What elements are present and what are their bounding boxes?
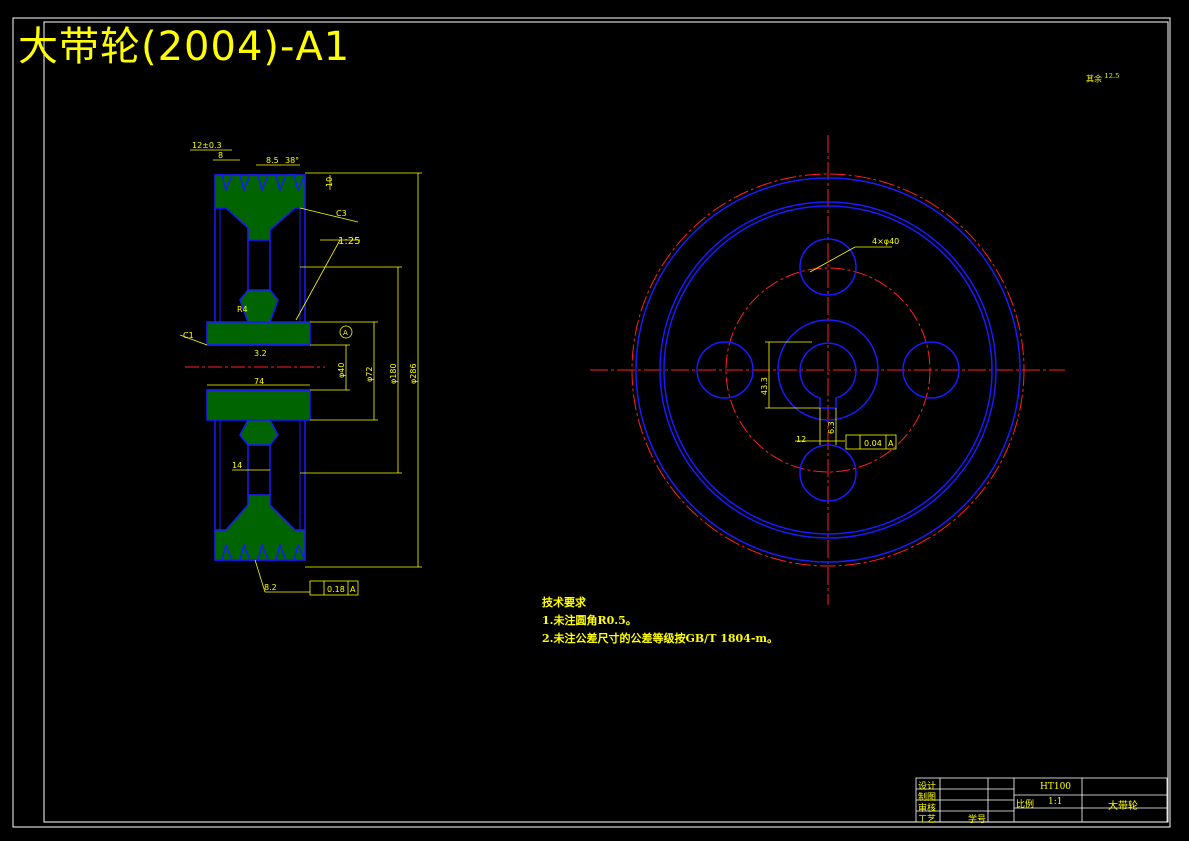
front-dimensions [765,246,897,450]
dim-chamfer-c3: C3 [336,209,347,218]
dim-web-dia: φ180 [389,363,398,384]
roughness-note: 其余 12.5 [1086,72,1119,85]
dim-roughness-bore: 3.2 [254,349,267,358]
lower-web-root [239,419,279,446]
lower-hub [206,389,311,421]
dim-chamfer-c1: C1 [183,331,194,340]
upper-hub [206,321,311,346]
rim-circle-2 [663,205,993,535]
dim-edge: 8 [218,151,223,160]
dim-groove-bottom: 8.2 [264,583,277,592]
dim-hub-width: 14 [232,461,242,470]
tb-material: HT100 [1040,782,1072,792]
outer-frame [12,17,1171,828]
tech-req-heading: 技术要求 [542,596,586,609]
drawing-title: 大带轮(2004)-A1 [18,24,351,70]
tech-req-item: 2.未注公差尺寸的公差等级按GB/T 1804-m。 [542,632,779,645]
tb-drawing: 制图 [918,793,937,803]
tol-runout-datum: A [350,585,356,594]
tb-review: 审核 [918,804,937,814]
dim-hub-dia: φ72 [365,367,374,382]
dim-keyway-depth: 43.3 [760,377,769,395]
front-view [590,135,1065,605]
hole-left [696,341,754,399]
technical-requirements: 技术要求 1.未注圆角R0.5。 2.未注公差尺寸的公差等级按GB/T 1804… [542,594,778,648]
front-labels: 4×φ40 43.3 12 6.3 0.04 A [760,237,899,448]
roughness-label: 其余 [1086,74,1102,84]
tech-req-item: 1.未注圆角R0.5。 [542,614,637,627]
dim-rim-offset: 10 [325,177,334,187]
tb-student-no: 学号 [968,815,987,825]
dim-key-roughness: 6.3 [827,421,836,434]
datum-a: A [343,329,348,337]
dim-groove-depth: 8.5 [266,156,279,165]
tol-symmetry-datum: A [888,439,894,448]
dim-bore: φ40 [337,363,346,378]
title-block [915,777,1168,823]
tol-symmetry: 0.04 [864,439,882,448]
tb-part-name: 大带轮 [1108,801,1138,812]
roughness-value: 12.5 [1104,72,1120,80]
dim-taper: 1:25 [338,236,360,247]
dim-groove-pitch: 12±0.3 [192,141,222,150]
outer-circle [635,177,1021,563]
tol-runout: 0.18 [327,585,345,594]
tb-scale-label: 比例 [1016,800,1035,810]
hole-bottom [799,444,857,502]
inner-frame [43,21,1169,823]
hole-right [902,341,960,399]
hole-pitch-circle [725,267,931,473]
dim-hub-length: 74 [254,377,264,386]
section-labels: 12±0.3 8 8.5 38° 10 C3 1:25 R4 C1 3.2 74… [183,141,418,594]
dim-groove-angle: 38° [285,156,299,165]
tb-process: 工艺 [918,815,937,825]
hole-top [799,238,857,296]
hub-circle [777,319,879,421]
rim-circle-1 [659,201,997,539]
bore-keyway [799,342,857,409]
dim-keyway-width: 12 [796,435,806,444]
dim-fillet: R4 [237,305,248,314]
dim-outer-dia: φ286 [409,363,418,384]
section-dimensions [179,149,422,596]
tb-scale-value: 1:1 [1048,797,1063,807]
outer-pitch-circle [631,173,1025,567]
tb-design: 设计 [918,782,937,792]
dim-hole-pattern: 4×φ40 [872,237,899,246]
section-view [185,174,325,561]
